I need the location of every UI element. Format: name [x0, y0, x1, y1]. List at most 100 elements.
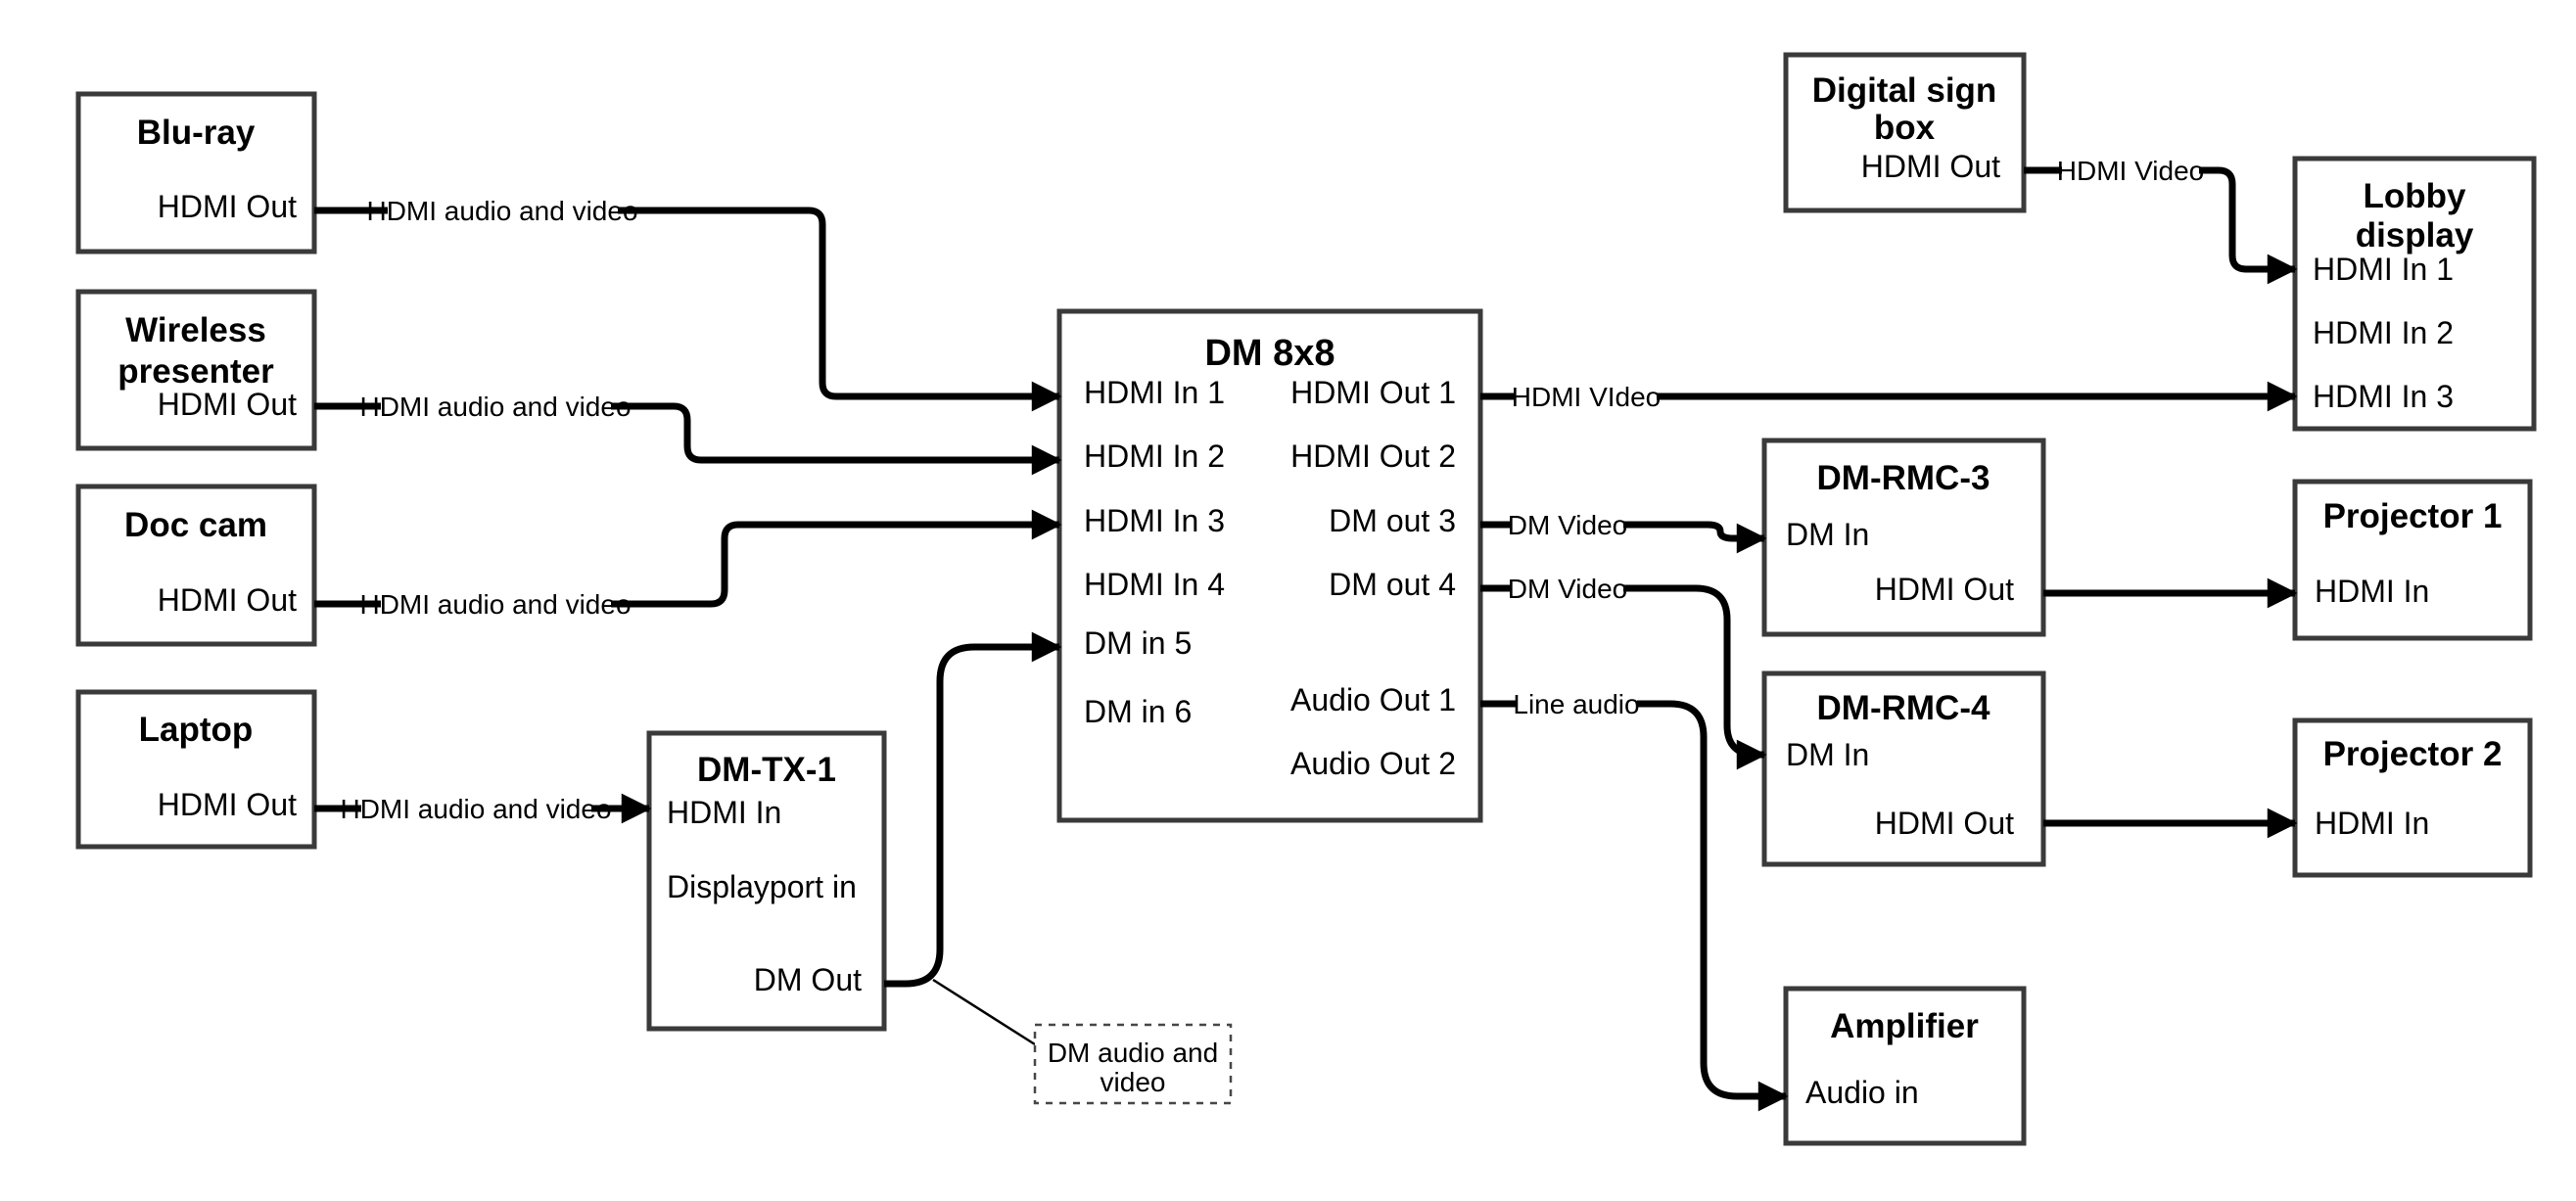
- connection-wireless-to-dm8x8-hdmi-in-2: [314, 402, 1062, 476]
- connection-dm8x8-audio-out-1-to-amplifier-audio-in: [1480, 700, 1789, 1112]
- dm-8x8-port-dm-in-5: DM in 5: [1084, 625, 1192, 661]
- connection-label-bluray-text: HDMI audio and video: [366, 196, 637, 226]
- dm-rmc-3-port-hdmi-out: HDMI Out: [1875, 572, 2014, 607]
- note-text-line2: video: [1101, 1067, 1166, 1097]
- device-digital-sign-box: Digital sign box HDMI Out: [1783, 52, 2027, 213]
- dm-tx-1-title: DM-TX-1: [697, 751, 836, 789]
- dm-8x8-port-hdmi-out-2: HDMI Out 2: [1290, 439, 1456, 474]
- wireless-presenter-title-line2: presenter: [117, 352, 274, 391]
- connection-label-laptop-text: HDMI audio and video: [340, 794, 611, 824]
- connection-label-dm-out-4-text: DM Video: [1508, 574, 1627, 604]
- projector-2-title: Projector 2: [2323, 735, 2503, 773]
- dm-8x8-port-dm-in-6: DM in 6: [1084, 694, 1192, 729]
- dm-tx-1-port-dm-out: DM Out: [754, 962, 862, 997]
- connection-label-hdmi-out-1-text: HDMI VIdeo: [1512, 382, 1662, 412]
- device-amplifier: Amplifier Audio in: [1783, 986, 2027, 1146]
- device-dm-8x8: DM 8x8 HDMI In 1 HDMI In 2 HDMI In 3 HDM…: [1056, 308, 1483, 823]
- lobby-display-port-hdmi-in-3: HDMI In 3: [2313, 379, 2454, 414]
- dm-8x8-port-audio-out-2: Audio Out 2: [1290, 746, 1456, 781]
- dm-8x8-box: [1056, 308, 1483, 823]
- projector-2-box: [2292, 717, 2533, 878]
- connection-label-laptop-bg: [361, 790, 591, 827]
- dm-rmc-4-port-dm-in: DM In: [1786, 737, 1869, 772]
- dm-8x8-port-hdmi-in-3: HDMI In 3: [1084, 503, 1225, 538]
- projector-2-port-hdmi-in: HDMI In: [2315, 806, 2429, 841]
- doc-cam-port-hdmi-out: HDMI Out: [158, 582, 297, 618]
- bluray-box: [75, 91, 317, 254]
- laptop-title: Laptop: [139, 711, 254, 749]
- device-dm-rmc-4: DM-RMC-4 DM In HDMI Out: [1761, 670, 2046, 867]
- connection-dm8x8-dm-out-3-to-dmrmc3-dm-in: [1480, 521, 1767, 554]
- laptop-port-hdmi-out: HDMI Out: [158, 787, 297, 822]
- connection-doccam-to-dm8x8-hdmi-in-3: [314, 509, 1062, 608]
- device-wireless-presenter: Wireless presenter HDMI Out: [75, 289, 317, 451]
- amplifier-port-audio-in: Audio in: [1805, 1075, 1919, 1110]
- connection-label-digital-sign-text: HDMI Video: [2057, 156, 2204, 186]
- device-lobby-display: Lobby display HDMI In 1 HDMI In 2 HDMI I…: [2292, 156, 2537, 432]
- connection-label-doccam: HDMI audio and video: [359, 585, 632, 623]
- note-callout-line: [932, 978, 1036, 1046]
- dm-8x8-port-hdmi-in-4: HDMI In 4: [1084, 567, 1225, 602]
- connection-label-digital-sign: HDMI Video: [2057, 152, 2204, 189]
- dm-rmc-4-title: DM-RMC-4: [1817, 689, 1991, 727]
- connection-label-doccam-bg: [381, 585, 611, 623]
- dm-rmc-3-port-dm-in: DM In: [1786, 517, 1869, 552]
- bluray-title: Blu-ray: [137, 114, 256, 152]
- laptop-box: [75, 689, 317, 850]
- dm-rmc-4-port-hdmi-out: HDMI Out: [1875, 806, 2014, 841]
- connection-label-dm-out-4: DM Video: [1508, 570, 1627, 607]
- digital-sign-box-port-hdmi-out: HDMI Out: [1861, 149, 2000, 184]
- bluray-port-hdmi-out: HDMI Out: [158, 189, 297, 224]
- device-projector-2: Projector 2 HDMI In: [2292, 717, 2533, 878]
- dm-8x8-port-dm-out-3: DM out 3: [1329, 503, 1456, 538]
- projector-1-port-hdmi-in: HDMI In: [2315, 574, 2429, 609]
- dm-tx-1-box: [646, 730, 887, 1032]
- note-text-line1: DM audio and: [1048, 1038, 1218, 1068]
- dm-8x8-port-hdmi-in-2: HDMI In 2: [1084, 439, 1225, 474]
- connection-label-hdmi-out-1: HDMI VIdeo: [1512, 378, 1662, 415]
- connection-label-dm-out-4-bg: [1512, 570, 1623, 607]
- connection-label-audio-out-1-bg: [1516, 685, 1637, 722]
- doc-cam-box: [75, 484, 317, 647]
- digital-sign-box-title-line2: box: [1874, 109, 1936, 147]
- device-bluray: Blu-ray HDMI Out: [75, 91, 317, 254]
- digital-sign-box-title-line1: Digital sign: [1812, 71, 1997, 110]
- dm-8x8-port-hdmi-in-1: HDMI In 1: [1084, 375, 1225, 410]
- amplifier-box: [1783, 986, 2027, 1146]
- device-dm-tx-1: DM-TX-1 HDMI In Displayport in DM Out: [646, 730, 887, 1032]
- connection-label-dm-out-3-text: DM Video: [1508, 510, 1627, 540]
- doc-cam-title: Doc cam: [124, 506, 267, 544]
- connection-label-hdmi-out-1-bg: [1516, 378, 1657, 415]
- connection-label-dm-out-3-bg: [1512, 506, 1623, 543]
- lobby-display-port-hdmi-in-1: HDMI In 1: [2313, 252, 2454, 287]
- connection-label-dm-out-3: DM Video: [1508, 506, 1627, 543]
- dm-tx-1-port-hdmi-in: HDMI In: [667, 795, 781, 830]
- wireless-presenter-box: [75, 289, 317, 451]
- connection-label-audio-out-1-text: Line audio: [1513, 689, 1639, 719]
- connection-label-wireless-bg: [381, 388, 611, 425]
- lobby-display-port-hdmi-in-2: HDMI In 2: [2313, 315, 2454, 350]
- dm-rmc-3-title: DM-RMC-3: [1817, 459, 1991, 497]
- amplifier-title: Amplifier: [1830, 1007, 1979, 1045]
- device-projector-1: Projector 1 HDMI In: [2292, 479, 2533, 641]
- dm-8x8-port-dm-out-4: DM out 4: [1329, 567, 1456, 602]
- device-dm-rmc-3: DM-RMC-3 DM In HDMI Out: [1761, 438, 2046, 637]
- note-dm-audio-and-video: DM audio and video: [1033, 1023, 1233, 1105]
- dm-8x8-title: DM 8x8: [1204, 333, 1335, 374]
- note-box: [1033, 1023, 1233, 1105]
- connection-bluray-to-dm8x8-hdmi-in-1: [314, 207, 1062, 412]
- connection-label-wireless-text: HDMI audio and video: [359, 392, 631, 422]
- wireless-presenter-title-line1: Wireless: [125, 311, 266, 349]
- connection-label-bluray-bg: [388, 192, 618, 229]
- projector-1-title: Projector 1: [2323, 497, 2503, 535]
- dm-8x8-port-audio-out-1: Audio Out 1: [1290, 682, 1456, 717]
- device-doc-cam: Doc cam HDMI Out: [75, 484, 317, 647]
- connection-dmtx1-to-dm8x8-dm-in-5: [884, 631, 1062, 988]
- connection-label-laptop: HDMI audio and video: [340, 790, 612, 827]
- dm-tx-1-port-displayport-in: Displayport in: [667, 869, 857, 904]
- connection-label-digital-sign-bg: [2062, 152, 2199, 189]
- lobby-display-title-line1: Lobby: [2364, 177, 2467, 215]
- device-laptop: Laptop HDMI Out: [75, 689, 317, 850]
